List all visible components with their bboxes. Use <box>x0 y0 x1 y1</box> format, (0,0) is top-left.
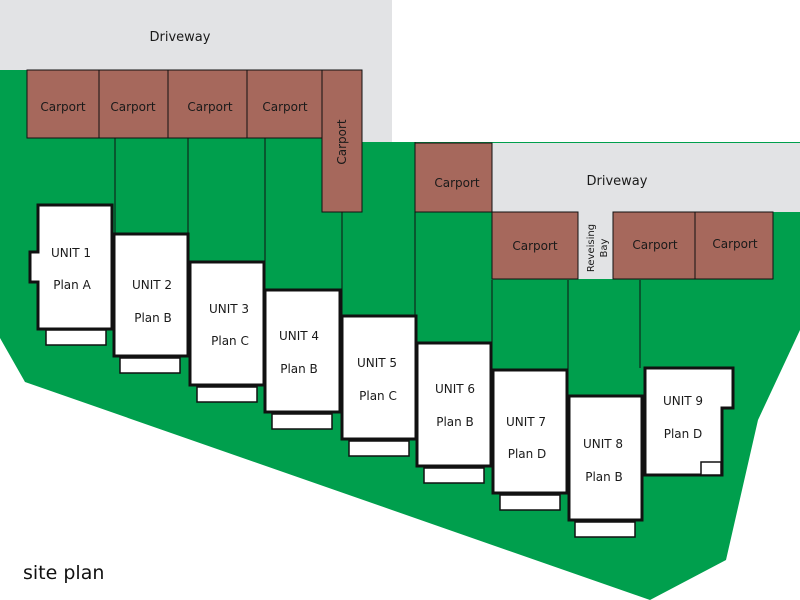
unit-5-footing <box>348 440 410 457</box>
reversing-bay-label-line1: Reveising <box>586 224 597 272</box>
carport-1: Carport <box>26 69 100 139</box>
carport-5-label: Carport <box>335 119 349 165</box>
carport-2-label: Carport <box>110 100 156 114</box>
carport-5-box <box>321 69 363 213</box>
carport-9-box <box>694 211 774 280</box>
unit-4-footprint <box>263 288 342 414</box>
unit-9-notch <box>700 461 722 476</box>
unit-1-name: UNIT 1 <box>51 246 91 260</box>
unit-5-plan: Plan C <box>359 389 397 403</box>
unit-3-name: UNIT 3 <box>209 302 249 316</box>
unit-5: UNIT 5 Plan C <box>340 314 418 457</box>
carport-7-label: Carport <box>512 239 558 253</box>
unit-2-plan: Plan B <box>134 311 172 325</box>
upper-driveway <box>0 0 392 142</box>
carport-3-box <box>167 69 248 139</box>
unit-6-footprint <box>415 341 493 468</box>
unit-8-name: UNIT 8 <box>583 437 623 451</box>
carport-4-box <box>246 69 323 139</box>
unit-7-footprint <box>491 368 569 495</box>
carport-1-box <box>26 69 100 139</box>
unit-9-plan: Plan D <box>664 427 703 441</box>
unit-2: UNIT 2 Plan B <box>112 232 190 374</box>
unit-5-name: UNIT 5 <box>357 356 397 370</box>
unit-3-plan: Plan C <box>211 334 249 348</box>
unit-2-footing <box>119 357 181 374</box>
unit-7-footing <box>499 494 561 511</box>
upper-driveway-label: Driveway <box>150 30 211 45</box>
lower-driveway <box>492 143 800 212</box>
carport-7-box <box>491 211 579 280</box>
unit-6-footing <box>423 467 485 484</box>
unit-3-footing <box>196 386 258 403</box>
unit-8-footprint <box>567 394 644 522</box>
carport-9-label: Carport <box>712 237 758 251</box>
unit-8-plan: Plan B <box>585 470 623 484</box>
carport-2: Carport <box>98 69 169 139</box>
unit-6: UNIT 6 Plan B <box>415 341 493 484</box>
unit-5-footprint <box>340 314 418 441</box>
carport-4-label: Carport <box>262 100 308 114</box>
unit-7-name: UNIT 7 <box>506 415 546 429</box>
lower-driveway-label: Driveway <box>587 174 648 189</box>
unit-9-footprint <box>643 366 735 477</box>
carport-8: Carport <box>612 211 696 280</box>
carport-6-box <box>414 142 493 213</box>
unit-6-plan: Plan B <box>436 415 474 429</box>
carport-3: Carport <box>167 69 248 139</box>
unit-7: UNIT 7 Plan D <box>491 368 569 511</box>
unit-7-plan: Plan D <box>508 447 547 461</box>
reversing-bay <box>578 212 613 279</box>
carport-2-box <box>98 69 169 139</box>
carport-5: Carport <box>321 69 363 213</box>
unit-8: UNIT 8 Plan B <box>567 394 644 538</box>
unit-1-plan: Plan A <box>53 278 91 292</box>
unit-8-footing <box>574 521 636 538</box>
carport-4: Carport <box>246 69 323 139</box>
carport-6: Carport <box>414 142 493 213</box>
carport-8-box <box>612 211 696 280</box>
unit-4-name: UNIT 4 <box>279 329 319 343</box>
unit-6-name: UNIT 6 <box>435 382 475 396</box>
unit-2-footprint <box>112 232 190 358</box>
site-plan-caption: site plan <box>23 562 104 584</box>
carport-6-label: Carport <box>434 176 480 190</box>
unit-1: UNIT 1 Plan A <box>28 203 114 346</box>
carport-7: Carport <box>491 211 579 280</box>
unit-1-footing <box>45 329 107 346</box>
unit-4-footing <box>271 413 333 430</box>
unit-3-footprint <box>188 260 266 387</box>
unit-4-plan: Plan B <box>280 362 318 376</box>
unit-9-name: UNIT 9 <box>663 394 703 408</box>
carport-1-label: Carport <box>40 100 86 114</box>
unit-3: UNIT 3 Plan C <box>188 260 266 403</box>
unit-9: UNIT 9 Plan D <box>643 366 735 477</box>
carport-8-label: Carport <box>632 238 678 252</box>
unit-2-name: UNIT 2 <box>132 278 172 292</box>
reversing-bay-label-line2: Bay <box>599 238 610 257</box>
carport-3-label: Carport <box>187 100 233 114</box>
carport-9: Carport <box>694 211 774 280</box>
unit-1-footprint <box>28 203 114 331</box>
unit-4: UNIT 4 Plan B <box>263 288 342 430</box>
